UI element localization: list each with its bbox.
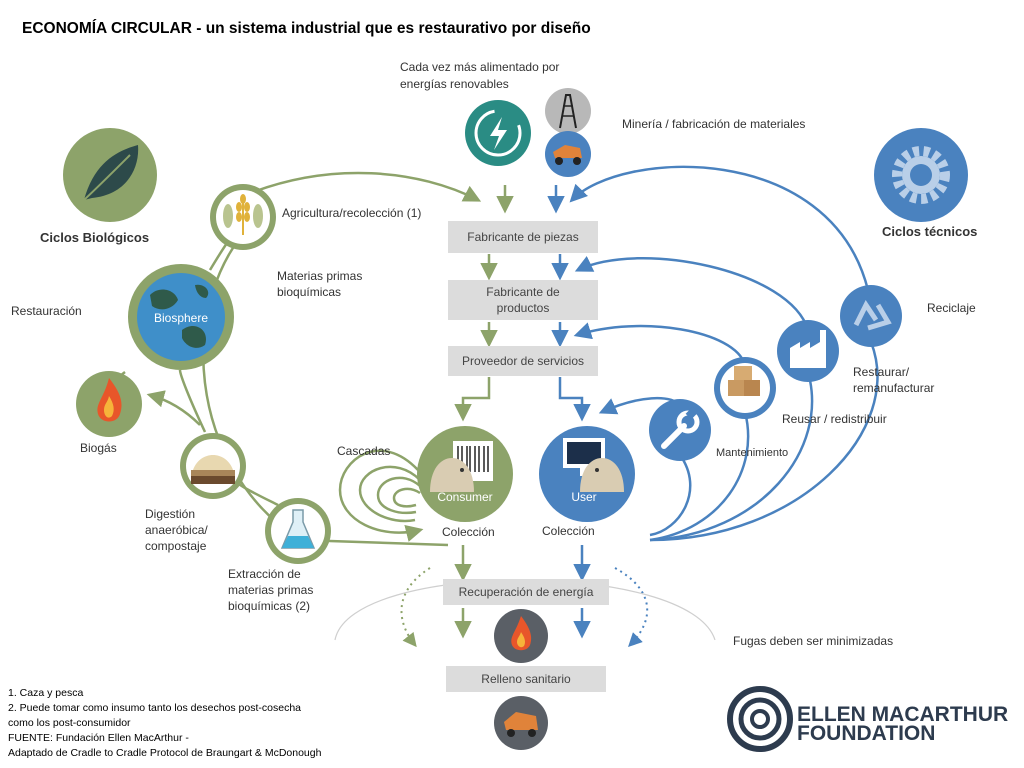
gear-icon — [874, 128, 968, 222]
biosphere-globe-icon — [128, 264, 234, 370]
reuse-loop — [573, 322, 747, 366]
page-title: ECONOMÍA CIRCULAR - un sistema industria… — [22, 20, 591, 37]
cascade-1 — [358, 465, 421, 523]
blue-services-user — [558, 377, 591, 422]
technical-flows — [547, 165, 879, 639]
biochemical-feedstock-label: Materias primas bioquímicas — [277, 269, 363, 299]
renewables-label: Cada vez más alimentado por energías ren… — [400, 60, 560, 91]
energy-recovery-box: Recuperación de energía — [443, 579, 609, 605]
landfill-box: Relleno sanitario — [446, 666, 606, 692]
agriculture-arrow — [242, 171, 482, 202]
extraction-label: Extracción de materias primas bioquímica… — [228, 567, 314, 613]
renewable-energy-icon — [465, 100, 531, 166]
service-provider-box: Proveedor de servicios — [448, 346, 598, 376]
compost-icon — [180, 433, 246, 499]
leakage-label: Fugas deben ser minimizadas — [733, 634, 894, 648]
cascade-3 — [392, 487, 421, 508]
product-manufacturer-box: Fabricante de productos — [448, 280, 598, 320]
source-line-2: Adaptado de Cradle to Cradle Protocol de… — [8, 747, 322, 759]
oil-rig-icon — [545, 88, 591, 134]
biological-cycles-label: Ciclos Biológicos — [40, 230, 150, 245]
digestion-to-biosphere-line — [178, 369, 207, 433]
user-icon — [539, 426, 635, 522]
biosphere-label: Biosphere — [153, 311, 209, 325]
maintenance-label: Mantenimiento — [716, 447, 789, 459]
leaf-icon — [63, 128, 157, 222]
footnote-2-cont: como los post-consumidor — [8, 717, 131, 729]
factory-icon — [777, 320, 839, 382]
foundation-logo-mark — [727, 686, 793, 752]
reuse-label: Reusar / redistribuir — [782, 412, 887, 426]
consumer-icon — [417, 426, 513, 522]
reuse-return — [649, 411, 750, 542]
flame-icon — [494, 609, 548, 663]
source-line-1: FUENTE: Fundación Ellen MacArthur - — [8, 732, 189, 744]
logo-line-1: ELLEN MACARTHUR — [797, 703, 1009, 726]
user-label: User — [571, 490, 597, 504]
green-services-consumer — [454, 377, 491, 422]
agriculture-label: Agricultura/recolección (1) — [282, 206, 422, 220]
wrench-icon — [649, 399, 711, 461]
refurbish-label: Restaurar/ remanufacturar — [853, 365, 935, 395]
parts-manufacturer-box: Fabricante de piezas — [448, 221, 598, 253]
consumer-label: Consumer — [437, 490, 493, 504]
mining-truck-icon — [545, 131, 591, 177]
recycle-loop — [569, 165, 870, 291]
technical-cycles-label: Ciclos técnicos — [882, 224, 978, 239]
cascade-4 — [338, 449, 424, 542]
footnote-1: 1. Caza y pesca — [8, 687, 84, 699]
flask-icon — [265, 498, 331, 564]
refurbish-return — [649, 371, 814, 542]
maintenance-return — [649, 454, 692, 537]
footnote-2: 2. Puede tomar como insumo tanto los des… — [8, 702, 301, 714]
bio-loop-line — [202, 214, 449, 547]
refurbish-loop — [574, 256, 810, 331]
mining-label: Minería / fabricación de materiales — [622, 117, 806, 131]
leak-blue-arc — [614, 567, 649, 647]
digestion-to-biogas-arrow — [146, 390, 201, 426]
biogas-label: Biogás — [80, 441, 117, 455]
consumer-collection-label: Colección — [442, 525, 495, 539]
cascade-2 — [376, 476, 421, 514]
restoration-label: Restauración — [11, 304, 82, 318]
wheat-fish-icon — [210, 184, 276, 250]
landfill-truck-icon — [494, 696, 548, 750]
boxes-icon — [714, 357, 776, 419]
cascades-label: Cascadas — [337, 444, 391, 458]
digestion-label: Digestión anaeróbica/ compostaje — [145, 507, 208, 553]
recycling-icon — [840, 285, 902, 347]
logo-line-2: FOUNDATION — [797, 722, 936, 745]
recycling-label: Reciclaje — [927, 301, 976, 315]
leakage-arcs — [400, 567, 649, 648]
recycle-return — [649, 341, 879, 542]
fire-icon — [76, 371, 142, 437]
user-collection-label: Colección — [542, 524, 595, 538]
leak-green-arc — [400, 567, 431, 648]
